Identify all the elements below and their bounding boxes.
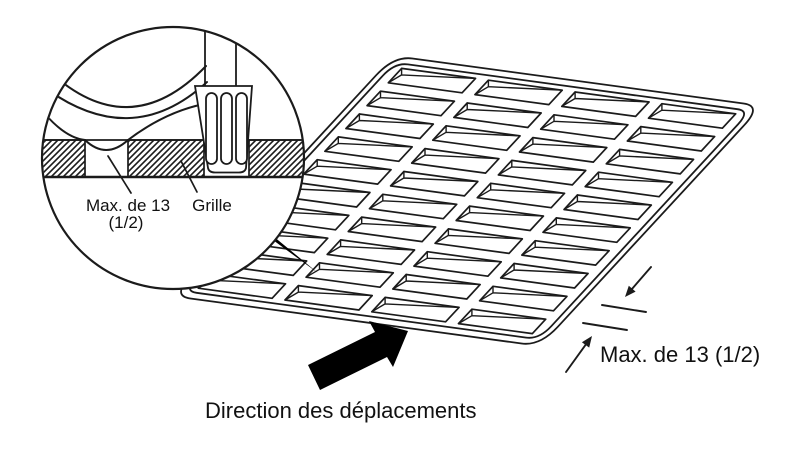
direction-label: Direction des déplacements	[205, 398, 477, 423]
grille-slot	[370, 296, 460, 323]
slot-depth-lines	[542, 217, 631, 233]
grille-slot	[560, 91, 650, 118]
grille-slot	[626, 125, 716, 152]
grille-slot	[284, 284, 374, 311]
grille-slot	[302, 158, 392, 185]
slot-depth-lines	[434, 228, 523, 244]
thickness-dimension	[565, 266, 652, 373]
slot-depth-lines	[389, 170, 479, 187]
grille-slot	[474, 79, 564, 106]
dimension-tick-bottom	[582, 322, 628, 331]
grille-slot	[305, 261, 395, 289]
grille-bar	[43, 139, 86, 178]
grille-slot	[345, 113, 435, 140]
grille-slot	[542, 217, 632, 244]
slot-depth-lines	[561, 91, 650, 108]
slot-depth-lines	[284, 284, 373, 301]
slot-depth-lines	[347, 216, 437, 233]
plate-inner-edge	[188, 63, 746, 339]
grille-slot	[539, 113, 629, 141]
grille-slot	[457, 308, 547, 335]
dimension-label: Max. de 13 (1/2)	[600, 342, 761, 367]
grille-slot	[497, 159, 587, 186]
grille-slot	[455, 205, 545, 232]
grille-slot	[478, 285, 568, 312]
slot-depth-lines	[563, 194, 652, 211]
grille-slot	[518, 136, 608, 163]
slot-depth-lines	[478, 285, 568, 302]
slot-depth-lines	[303, 159, 392, 175]
slot-depth-lines	[647, 103, 737, 119]
grille-slot	[647, 102, 737, 130]
slot-depth-lines	[521, 240, 610, 256]
slot-depth-lines	[326, 239, 416, 256]
slot-depth-lines	[626, 125, 716, 142]
grille-slot	[389, 170, 479, 197]
slot-depth-lines	[371, 296, 460, 313]
dimension-arrow-line	[565, 339, 590, 373]
slot-depth-lines	[345, 113, 434, 130]
slot-depth-lines	[540, 114, 629, 130]
grille-slot	[368, 193, 458, 220]
grille-slot	[324, 136, 413, 163]
slot-depth-lines	[584, 171, 674, 188]
grille-slot	[434, 228, 524, 255]
inset-max-label: Max. de 13	[85, 196, 171, 215]
slot-depth-lines	[305, 262, 394, 278]
grille-slot	[410, 147, 500, 174]
grille-slot	[499, 262, 589, 289]
slot-depth-lines	[392, 273, 481, 290]
dimension-arrow-line	[627, 266, 652, 294]
slot-depth-lines	[497, 159, 587, 176]
grille-slot	[392, 273, 481, 300]
inset-max-label-fraction: (1/2)	[108, 213, 144, 232]
dimension-tick-top	[601, 304, 647, 313]
grille-slot	[413, 250, 503, 278]
slot-depth-lines	[324, 136, 413, 152]
slot-depth-lines	[413, 251, 502, 267]
slot-depth-lines	[453, 102, 542, 119]
grille-slot	[453, 102, 542, 129]
dimension-arrowhead	[625, 285, 636, 297]
grille-slot	[326, 239, 416, 266]
grille-slot	[347, 216, 437, 243]
grille-bar	[127, 139, 205, 178]
grille-slot	[521, 239, 610, 266]
grille-slot	[584, 171, 674, 198]
slot-depth-lines	[457, 308, 547, 325]
slot-depth-lines	[500, 262, 589, 279]
grille-bar	[248, 139, 303, 178]
grille-slot	[563, 194, 653, 221]
grille-slot	[366, 90, 456, 117]
slot-depth-lines	[432, 125, 521, 141]
max-label-leader	[107, 155, 132, 194]
slot-depth-lines	[387, 67, 477, 84]
grille-slot	[605, 148, 695, 175]
dimension-arrowhead	[581, 336, 592, 348]
grille-slot	[476, 182, 566, 209]
grille-slot	[431, 124, 521, 152]
slot-depth-lines	[474, 79, 563, 96]
slot-depth-lines	[366, 90, 456, 107]
grille-label-leader	[180, 160, 198, 193]
slot-depth-lines	[605, 148, 695, 165]
inset-circle	[40, 25, 306, 291]
caster-fork-icon	[193, 28, 253, 174]
slot-depth-lines	[476, 182, 566, 199]
slot-depth-lines	[518, 136, 608, 153]
grille-slot	[387, 67, 477, 94]
inset-grille-label: Grille	[192, 196, 232, 215]
direction-arrow	[308, 321, 408, 390]
grille-cross-section	[43, 139, 303, 179]
wheel-icon	[44, 65, 208, 151]
slot-depth-lines	[411, 147, 500, 164]
slot-depth-lines	[455, 205, 545, 222]
slot-depth-lines	[368, 193, 458, 210]
